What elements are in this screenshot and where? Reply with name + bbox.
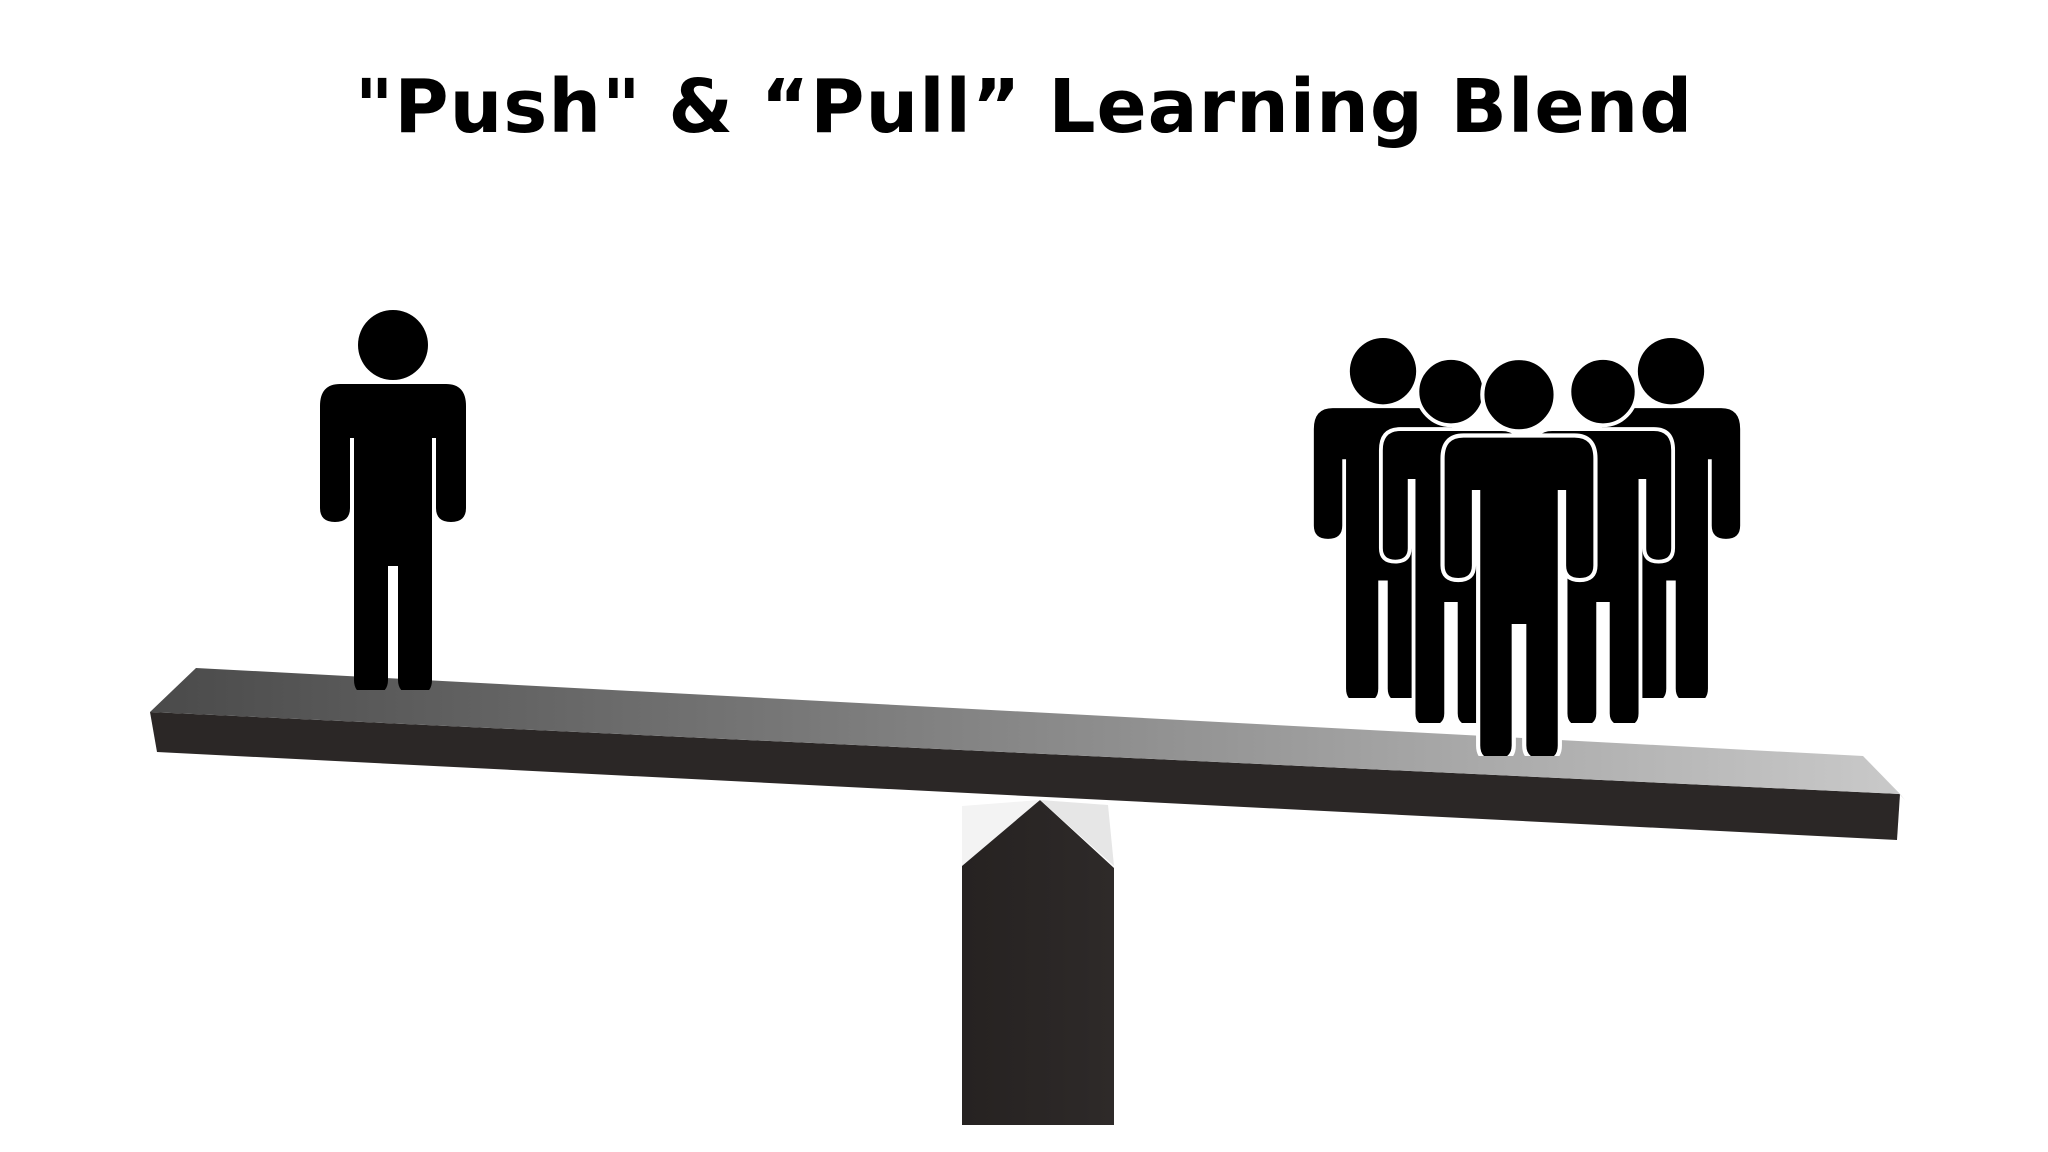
seesaw-fulcrum <box>962 800 1114 1125</box>
slide-title: "Push" & “Pull” Learning Blend <box>354 64 1694 150</box>
group-of-people <box>1313 338 1741 761</box>
seesaw-plank <box>150 668 1905 840</box>
single-person-figure <box>320 310 466 690</box>
